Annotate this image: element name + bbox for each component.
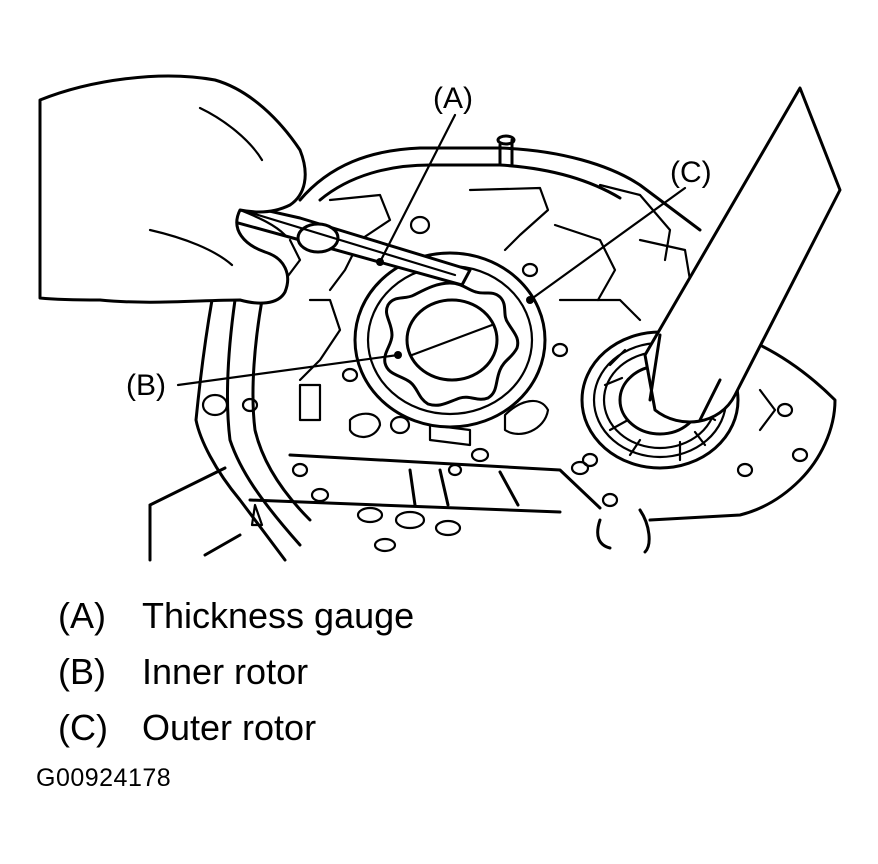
legend-item: (B) Inner rotor bbox=[58, 644, 414, 700]
legend-item: (C) Outer rotor bbox=[58, 700, 414, 756]
callout-b: (B) bbox=[126, 369, 166, 402]
legend-item: (A) Thickness gauge bbox=[58, 588, 414, 644]
callout-c: (C) bbox=[670, 156, 712, 189]
leader-dot-c bbox=[526, 296, 534, 304]
figure-id: G00924178 bbox=[36, 764, 172, 792]
valve-body-ports bbox=[201, 183, 809, 553]
housing-outline bbox=[148, 134, 837, 562]
legend-code: (B) bbox=[58, 651, 106, 692]
legend-code: (A) bbox=[58, 595, 106, 636]
callout-a: (A) bbox=[433, 82, 473, 115]
legend-text: Outer rotor bbox=[142, 707, 317, 748]
legend-code: (C) bbox=[58, 707, 108, 748]
shaft bbox=[643, 86, 842, 424]
leader-dot-b bbox=[394, 351, 402, 359]
leader-dot-a bbox=[376, 258, 384, 266]
inner-rotor bbox=[383, 281, 520, 407]
leader-lines bbox=[176, 113, 687, 387]
legend-text: Inner rotor bbox=[142, 651, 309, 692]
hand bbox=[38, 74, 307, 305]
oil-pump-rotor-clearance-illustration: (A) (C) (B) bbox=[38, 74, 842, 562]
legend-text: Thickness gauge bbox=[142, 595, 415, 636]
legend: (A) Thickness gauge (B) Inner rotor (C) … bbox=[58, 588, 414, 756]
thickness-gauge bbox=[218, 198, 472, 287]
